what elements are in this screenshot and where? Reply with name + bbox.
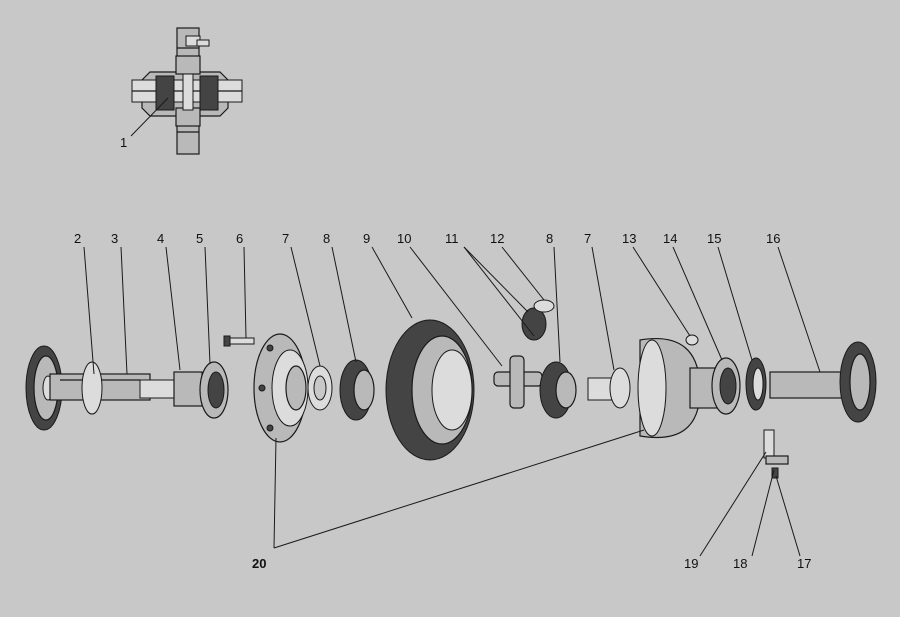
callout-3: 3 [111,231,118,246]
leader-lines [83,97,821,557]
callout-2: 2 [74,231,81,246]
callout-9: 9 [363,231,370,246]
callout-19: 19 [684,556,698,571]
callout-17: 17 [797,556,811,571]
callout-20: 20 [252,556,266,571]
callout-16: 16 [766,231,780,246]
callout-10: 10 [397,231,411,246]
part-16-right-shaft [769,341,877,423]
exploded-parts [25,299,877,479]
callout-15: 15 [707,231,721,246]
part-7-washer-left [307,365,333,411]
part-13-nut [685,334,699,346]
callout-11: 11 [445,231,459,246]
callout-4: 4 [157,231,164,246]
callout-13: 13 [622,231,636,246]
part-10-spider [493,355,543,409]
callout-6: 6 [236,231,243,246]
callout-8-left: 8 [323,231,330,246]
part-7-washer-right [587,367,631,409]
callout-1: 1 [120,135,127,150]
callout-14: 14 [663,231,677,246]
part-6-bolt [223,335,255,347]
callout-5: 5 [196,231,203,246]
part-5-bearing [199,361,229,419]
callout-7-right: 7 [584,231,591,246]
part-4-spline-shaft [139,371,203,407]
part-3-left-shaft [49,361,151,415]
callout-18: 18 [733,556,747,571]
callout-8-right: 8 [546,231,553,246]
part-8-side-gear-left [339,359,375,421]
inset-differential-assembly [131,27,243,155]
parts-17-19-lock-plate [763,429,789,479]
part-15-ring [745,357,767,411]
callout-12: 12 [490,231,504,246]
callout-7-left: 7 [282,231,289,246]
part-20-right-housing [637,338,721,439]
part-9-ring-gear [385,319,475,461]
part-14-bearing [711,357,741,415]
part-20-left-housing [253,333,309,443]
callout-labels: 1 2 3 4 5 6 7 8 9 10 11 12 8 7 13 14 15 … [74,135,811,571]
part-12-pinion-washer [533,299,555,313]
part-8-side-gear-right [539,361,577,419]
